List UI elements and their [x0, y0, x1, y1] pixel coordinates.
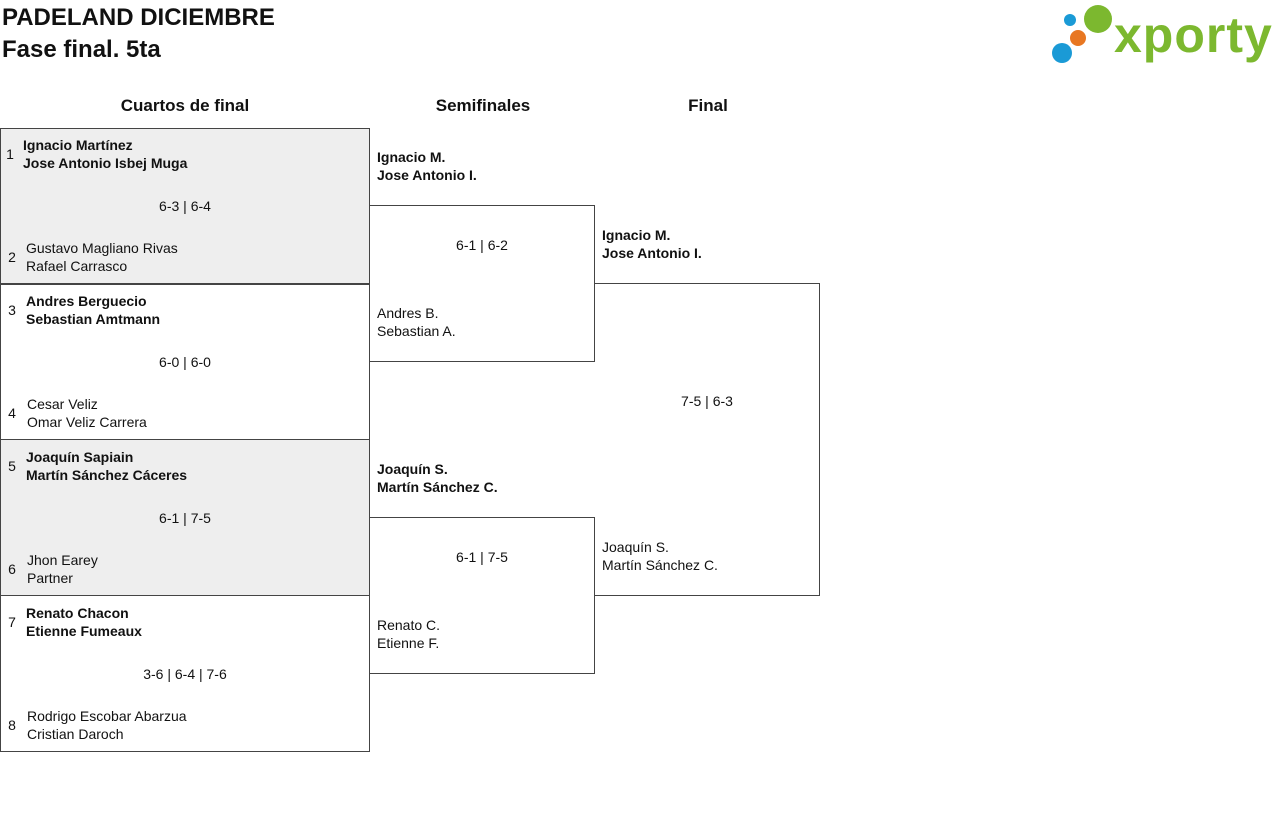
logo-dot-blue-small [1064, 14, 1076, 26]
page-title: PADELAND DICIEMBRE [2, 4, 275, 31]
player-name: Joaquín Sapiain [26, 449, 134, 465]
player-name: Jhon Earey [27, 552, 98, 568]
seed-number: 5 [8, 458, 16, 474]
logo-dot-blue [1052, 43, 1072, 63]
logo-dot-orange [1070, 30, 1086, 46]
seed-number: 6 [8, 561, 16, 577]
final-match [594, 283, 820, 596]
player-name: Cristian Daroch [27, 726, 124, 742]
match-score: 6-3 | 6-4 [159, 198, 211, 214]
seed-number: 8 [8, 717, 16, 733]
quarterfinal-match-1 [0, 128, 370, 285]
team-name-winner: Andres Berguecio Sebastian Amtmann [26, 292, 160, 328]
player-name: Etienne F. [377, 635, 440, 651]
team-name: Cesar Veliz Omar Veliz Carrera [27, 395, 147, 431]
final-team: Joaquín S. Martín Sánchez C. [602, 538, 718, 574]
page-subtitle: Fase final. 5ta [2, 36, 161, 63]
player-name: Renato Chacon [26, 605, 129, 621]
player-name: Ignacio Martínez [23, 137, 133, 153]
player-name: Renato C. [377, 617, 441, 633]
xporty-logo: xporty [1050, 4, 1276, 68]
player-name: Omar Veliz Carrera [27, 414, 147, 430]
player-name: Etienne Fumeaux [26, 623, 142, 639]
player-name: Joaquín S. [602, 539, 669, 555]
player-name: Jose Antonio I. [602, 245, 702, 261]
player-name: Jose Antonio Isbej Muga [23, 155, 188, 171]
round-label-semifinals: Semifinales [435, 96, 531, 115]
seed-number: 7 [8, 614, 16, 630]
player-name: Martín Sánchez C. [377, 479, 498, 495]
player-name: Rodrigo Escobar Abarzua [27, 708, 187, 724]
semifinal-1-team-winner: Ignacio M. Jose Antonio I. [377, 148, 477, 184]
team-name: Rodrigo Escobar Abarzua Cristian Daroch [27, 707, 187, 743]
player-name: Martín Sánchez C. [602, 557, 718, 573]
player-name: Partner [27, 570, 73, 586]
team-name-winner: Ignacio Martínez Jose Antonio Isbej Muga [23, 136, 187, 172]
player-name: Ignacio M. [602, 227, 671, 243]
semifinal-2-team-winner: Joaquín S. Martín Sánchez C. [377, 460, 498, 496]
player-name: Sebastian Amtmann [26, 311, 161, 327]
match-score: 6-1 | 6-2 [456, 237, 508, 253]
player-name: Joaquín S. [377, 461, 448, 477]
seed-number: 4 [8, 405, 16, 421]
round-label-final: Final [688, 96, 728, 115]
player-name: Sebastian A. [377, 323, 456, 339]
semifinal-1-team: Andres B. Sebastian A. [377, 304, 456, 340]
team-name: Gustavo Magliano Rivas Rafael Carrasco [26, 239, 178, 275]
match-score: 6-1 | 7-5 [159, 510, 211, 526]
match-score: 3-6 | 6-4 | 7-6 [143, 666, 227, 682]
team-name: Jhon Earey Partner [27, 551, 98, 587]
player-name: Andres B. [377, 305, 439, 321]
logo-dot-green [1084, 5, 1112, 33]
match-score: 6-0 | 6-0 [159, 354, 211, 370]
match-score: 6-1 | 7-5 [456, 549, 508, 565]
seed-number: 1 [6, 146, 14, 162]
round-label-quarterfinals: Cuartos de final [120, 96, 250, 115]
player-name: Andres Berguecio [26, 293, 147, 309]
player-name: Jose Antonio I. [377, 167, 477, 183]
player-name: Ignacio M. [377, 149, 446, 165]
team-name-winner: Renato Chacon Etienne Fumeaux [26, 604, 142, 640]
seed-number: 2 [8, 249, 16, 265]
player-name: Rafael Carrasco [26, 258, 128, 274]
player-name: Martín Sánchez Cáceres [26, 467, 188, 483]
team-name-winner: Joaquín Sapiain Martín Sánchez Cáceres [26, 448, 187, 484]
player-name: Cesar Veliz [27, 396, 98, 412]
semifinal-2-team: Renato C. Etienne F. [377, 616, 440, 652]
seed-number: 3 [8, 302, 16, 318]
final-team-winner: Ignacio M. Jose Antonio I. [602, 226, 702, 262]
logo-text: xporty [1114, 7, 1273, 63]
match-score: 7-5 | 6-3 [681, 393, 733, 409]
player-name: Gustavo Magliano Rivas [26, 240, 178, 256]
